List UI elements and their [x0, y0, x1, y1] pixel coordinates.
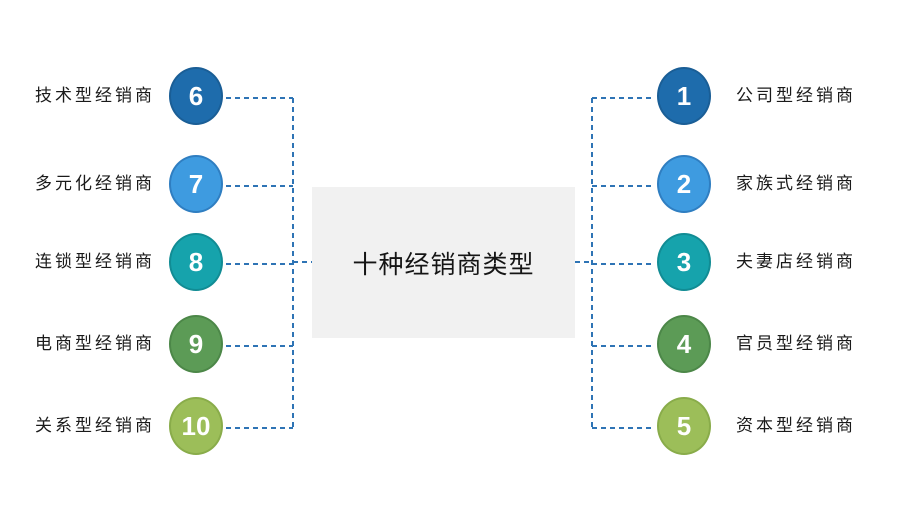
- left-box-connector: [293, 261, 312, 263]
- number-badge: 7: [169, 155, 223, 213]
- item-label: 夫妻店经销商: [736, 252, 856, 271]
- branch-connector-line: [226, 185, 293, 187]
- branch-connector-line: [592, 345, 654, 347]
- number-badge: 4: [657, 315, 711, 373]
- item-label: 多元化经销商: [35, 174, 155, 193]
- number-badge: 10: [169, 397, 223, 455]
- branch-connector-line: [592, 185, 654, 187]
- branch-connector-line: [592, 97, 654, 99]
- number-badge: 1: [657, 67, 711, 125]
- item-label: 技术型经销商: [35, 86, 155, 105]
- branch-connector-line: [226, 97, 293, 99]
- branch-connector-line: [226, 263, 293, 265]
- item-label: 家族式经销商: [736, 174, 856, 193]
- item-label: 电商型经销商: [35, 334, 155, 353]
- branch-connector-line: [226, 427, 293, 429]
- right-box-connector: [575, 261, 592, 263]
- left-trunk-line: [292, 98, 294, 430]
- branch-connector-line: [592, 263, 654, 265]
- item-label: 关系型经销商: [35, 416, 155, 435]
- item-label: 公司型经销商: [736, 86, 856, 105]
- diagram-title: 十种经销商类型: [352, 250, 535, 279]
- item-label: 连锁型经销商: [35, 252, 155, 271]
- number-badge: 9: [169, 315, 223, 373]
- number-badge: 6: [169, 67, 223, 125]
- branch-connector-line: [592, 427, 654, 429]
- item-label: 资本型经销商: [736, 416, 856, 435]
- number-badge: 5: [657, 397, 711, 455]
- branch-connector-line: [226, 345, 293, 347]
- center-title-box: 十种经销商类型: [312, 187, 575, 338]
- number-badge: 2: [657, 155, 711, 213]
- number-badge: 3: [657, 233, 711, 291]
- number-badge: 8: [169, 233, 223, 291]
- item-label: 官员型经销商: [736, 334, 856, 353]
